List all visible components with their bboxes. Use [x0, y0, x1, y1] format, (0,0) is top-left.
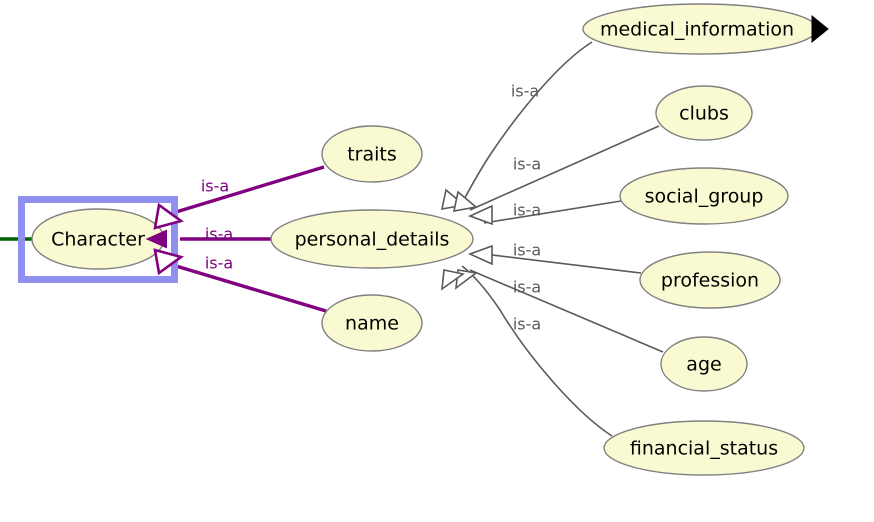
edge-label-traits: is-a — [201, 177, 229, 196]
edge-medical-information-to-personal-details[interactable] — [459, 41, 593, 208]
arrowhead-group-character — [145, 202, 184, 276]
arrowhead-icon-medical-information-incoming — [811, 14, 829, 44]
node-label-traits: traits — [347, 144, 397, 166]
arrowhead-icon-clubs-to-personal-details — [452, 190, 478, 213]
node-label-social-group: social_group — [645, 186, 764, 208]
edge-traits-to-character[interactable] — [175, 165, 325, 214]
node-ellipse-clubs[interactable] — [655, 85, 753, 141]
node-personal-details[interactable]: personal_details — [270, 209, 474, 269]
node-age[interactable]: age — [660, 336, 748, 392]
node-ellipse-traits[interactable] — [321, 125, 423, 183]
edge-label-group: is-a is-a is-a is-a is-a is-a is-a is-a … — [201, 82, 541, 334]
node-financial-status[interactable]: financial_status — [603, 420, 805, 476]
arrowhead-icon-social-group-to-personal-details — [467, 204, 493, 226]
node-label-name: name — [345, 313, 399, 335]
edge-profession-to-personal-details[interactable] — [483, 253, 642, 274]
edge-label-age: is-a — [513, 278, 541, 297]
node-traits[interactable]: traits — [321, 125, 423, 183]
arrowhead-group-personal-details — [440, 188, 493, 291]
edge-label-medical-information: is-a — [511, 82, 539, 101]
edge-group-normal — [459, 41, 664, 437]
node-clubs[interactable]: clubs — [655, 85, 753, 141]
edge-financial-status-to-personal-details[interactable] — [461, 265, 613, 437]
node-character[interactable]: Character — [31, 208, 165, 270]
node-label-character: Character — [51, 229, 145, 251]
arrowhead-icon-financial-status-to-personal-details — [441, 269, 465, 291]
arrowhead-icon-personal-details-to-character — [145, 229, 167, 249]
node-label-age: age — [686, 354, 721, 376]
node-label-personal-details: personal_details — [295, 229, 450, 251]
node-label-medical-information: medical_information — [600, 19, 794, 41]
edge-label-social-group: is-a — [513, 201, 541, 220]
edge-name-to-character[interactable] — [175, 264, 327, 313]
node-profession[interactable]: profession — [639, 251, 781, 309]
node-label-financial-status: financial_status — [630, 438, 778, 460]
edge-group-highlighted — [175, 165, 327, 313]
node-ellipse-name[interactable] — [321, 294, 423, 352]
arrowhead-icon-profession-to-personal-details — [467, 244, 493, 266]
node-ellipse-personal-details[interactable] — [270, 209, 474, 269]
edge-label-profession: is-a — [513, 241, 541, 260]
node-label-profession: profession — [661, 270, 759, 292]
arrowhead-icon-traits-to-character — [153, 202, 184, 230]
node-social-group[interactable]: social_group — [619, 167, 789, 225]
edge-social-group-to-personal-details[interactable] — [483, 200, 622, 224]
node-name[interactable]: name — [321, 294, 423, 352]
edge-age-to-personal-details[interactable] — [469, 269, 664, 353]
node-ellipse-age[interactable] — [660, 336, 748, 392]
edge-label-financial-status: is-a — [513, 315, 541, 334]
node-label-clubs: clubs — [679, 103, 729, 125]
node-medical-information[interactable]: medical_information — [582, 3, 829, 55]
selection-box-character[interactable] — [18, 196, 178, 283]
node-ellipse-financial-status[interactable] — [603, 420, 805, 476]
edge-label-personal-details: is-a — [205, 225, 233, 244]
node-ellipse-profession[interactable] — [639, 251, 781, 309]
edge-label-clubs: is-a — [513, 155, 541, 174]
edge-clubs-to-personal-details[interactable] — [469, 125, 660, 211]
node-ellipse-social-group[interactable] — [619, 167, 789, 225]
edge-label-name: is-a — [205, 254, 233, 273]
arrowhead-icon-name-to-character — [153, 248, 184, 276]
